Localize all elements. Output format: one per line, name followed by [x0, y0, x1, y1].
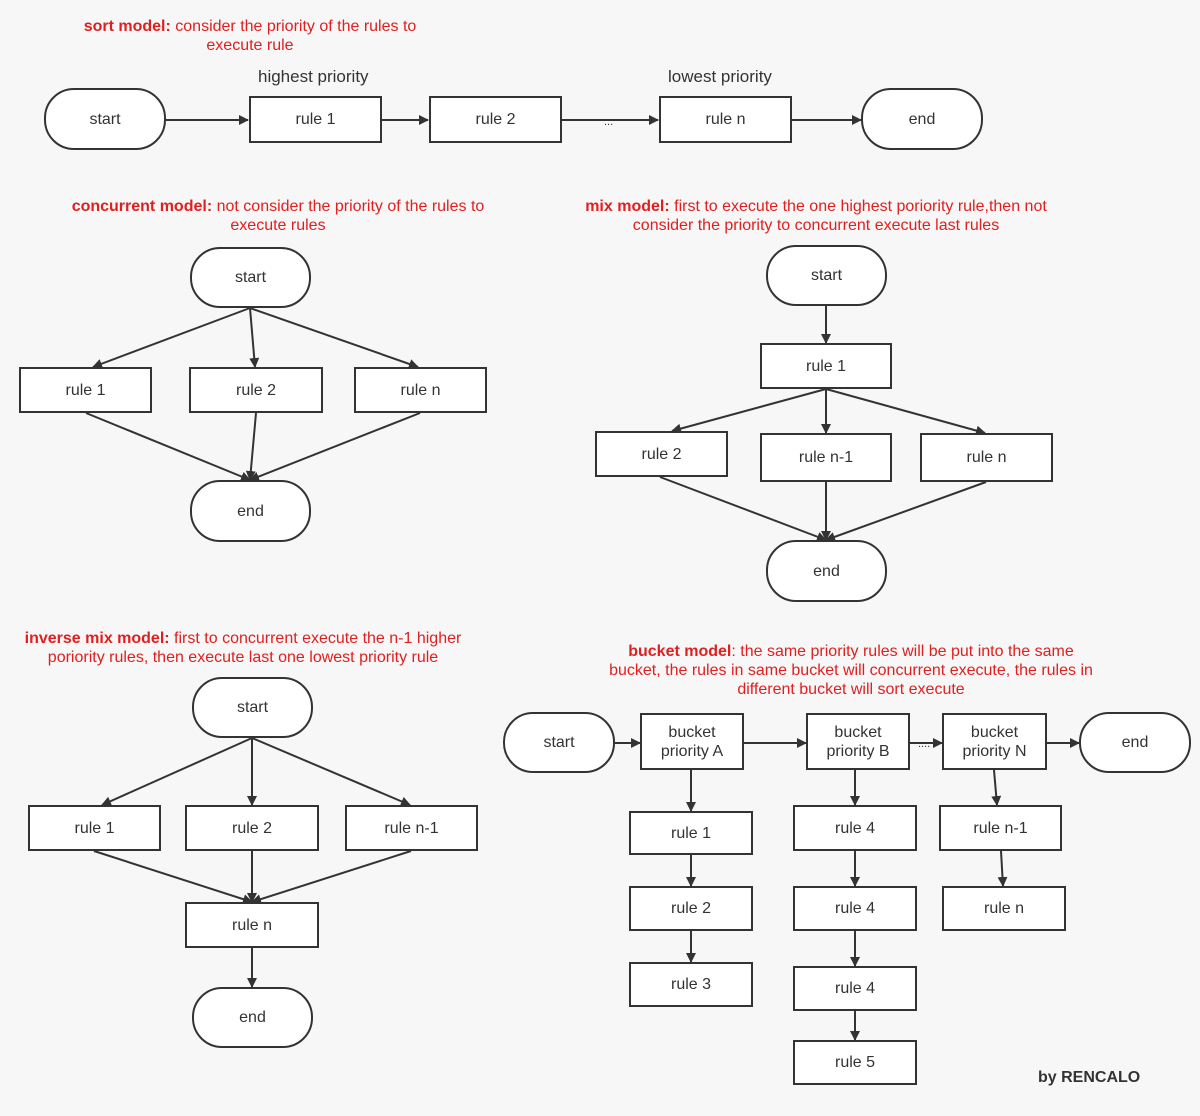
- bucket-n-line1: bucket: [970, 723, 1019, 741]
- arrow-b-n-rulen1: [991, 769, 1002, 806]
- bucket-n-node: bucket priority N: [942, 713, 1047, 770]
- bucket-b-rule4c-node: rule 4: [793, 966, 917, 1011]
- arrow-m-rule1-rule2: [671, 388, 827, 434]
- arrow-m-rule2-end: [659, 476, 827, 542]
- arrow-c-rule2-end: [245, 412, 257, 481]
- mix-rule2-node: rule 2: [595, 431, 728, 477]
- lowest-priority-label: lowest priority: [668, 67, 772, 86]
- sort-rule1-node: rule 1: [249, 96, 382, 143]
- sort-model-desc-1: consider the priority of the rules to: [170, 18, 417, 35]
- arrow-m-rule1-rulen: [825, 388, 986, 436]
- inverse-mix-model-desc-2: poriority rules, then execute last one l…: [47, 649, 439, 666]
- bucket-model-title: bucket model: [628, 643, 732, 660]
- mix-model-caption: mix model: first to execute the one high…: [556, 197, 1076, 235]
- bucket-a-rule2-node: rule 2: [629, 886, 753, 931]
- concurrent-rule1-node: rule 1: [19, 367, 152, 413]
- arrow-c-rule1-end: [85, 412, 251, 482]
- sort-rulen-node: rule n: [659, 96, 792, 143]
- bucket-b-rule4b-node: rule 4: [793, 886, 917, 931]
- arrow-i-rulen1-rulen: [251, 850, 412, 905]
- sort-start-node: start: [44, 88, 166, 150]
- inverse-start-node: start: [192, 677, 313, 738]
- arrow-i-start-rulen1: [251, 737, 411, 807]
- mix-rulen-node: rule n: [920, 433, 1053, 482]
- mix-model-title: mix model:: [585, 198, 670, 215]
- concurrent-model-caption: concurrent model: not consider the prior…: [40, 197, 516, 235]
- sort-rule2-node: rule 2: [429, 96, 562, 143]
- bucket-model-desc-2: bucket, the rules in same bucket will co…: [609, 662, 1093, 679]
- concurrent-end-node: end: [190, 480, 311, 542]
- arrow-c-start-rule1: [92, 307, 251, 369]
- arrow-c-start-rulen: [249, 307, 419, 369]
- mix-end-node: end: [766, 540, 887, 602]
- highest-priority-label: highest priority: [258, 67, 369, 86]
- bucket-n-rulen-node: rule n: [942, 886, 1066, 931]
- bucket-b-line2: priority B: [826, 742, 890, 760]
- arrow-i-start-rule1: [101, 737, 253, 806]
- bucket-b-rule4a-node: rule 4: [793, 805, 917, 851]
- concurrent-model-desc-2: execute rules: [230, 217, 326, 234]
- concurrent-rule2-node: rule 2: [189, 367, 323, 413]
- sort-end-node: end: [861, 88, 983, 150]
- bucket-n-line2: priority N: [962, 742, 1027, 760]
- bucket-end-node: end: [1079, 712, 1191, 773]
- bucket-a-rule1-node: rule 1: [629, 811, 753, 855]
- inverse-end-node: end: [192, 987, 313, 1048]
- sort-model-title: sort model:: [83, 18, 171, 35]
- mix-start-node: start: [766, 245, 887, 306]
- arrow-c-start-rule2: [249, 307, 260, 368]
- concurrent-model-desc-1: not consider the priority of the rules t…: [212, 198, 485, 215]
- bucket-ellipsis: ....: [918, 738, 931, 750]
- arrow-i-rule1-rulen: [93, 850, 253, 904]
- bucket-n-rulen1-node: rule n-1: [939, 805, 1062, 851]
- inverse-rule2-node: rule 2: [185, 805, 319, 851]
- concurrent-model-title: concurrent model:: [71, 198, 213, 215]
- bucket-b-node: bucket priority B: [806, 713, 910, 770]
- inverse-rule1-node: rule 1: [28, 805, 161, 851]
- bucket-model-desc-1: : the same priority rules will be put in…: [731, 643, 1074, 660]
- concurrent-rulen-node: rule n: [354, 367, 487, 413]
- mix-model-desc-1: first to execute the one highest poriori…: [669, 198, 1047, 215]
- inverse-mix-model-caption: inverse mix model: first to concurrent e…: [8, 629, 478, 667]
- bucket-a-rule3-node: rule 3: [629, 962, 753, 1007]
- mix-model-desc-2: consider the priority to concurrent exec…: [632, 217, 1000, 234]
- bucket-a-node: bucket priority A: [640, 713, 744, 770]
- bucket-b-line1: bucket: [834, 723, 882, 741]
- inverse-mix-model-desc-1: first to concurrent execute the n-1 high…: [169, 630, 462, 647]
- arrow-b-rulen1-rulen: [997, 850, 1008, 887]
- inverse-rulen-node: rule n: [185, 902, 319, 948]
- bucket-model-desc-3: different bucket will sort execute: [737, 681, 965, 698]
- bucket-a-line1: bucket: [668, 723, 716, 741]
- sort-model-caption: sort model: consider the priority of the…: [40, 17, 460, 55]
- bucket-start-node: start: [503, 712, 615, 773]
- inverse-mix-model-title: inverse mix model:: [24, 630, 170, 647]
- arrow-m-rulen-end: [825, 481, 987, 542]
- inverse-rulen1-node: rule n-1: [345, 805, 478, 851]
- bucket-b-rule5-node: rule 5: [793, 1040, 917, 1085]
- sort-model-desc-2: execute rule: [206, 37, 294, 54]
- bucket-a-line2: priority A: [660, 742, 724, 760]
- mix-rule1-node: rule 1: [760, 343, 892, 389]
- concurrent-start-node: start: [190, 247, 311, 308]
- credit-label: by RENCALO: [1038, 1069, 1141, 1086]
- sort-ellipsis: ...: [604, 116, 614, 128]
- bucket-model-caption: bucket model: the same priority rules wi…: [578, 642, 1124, 699]
- arrow-c-rulen-end: [249, 412, 421, 482]
- mix-rulen1-node: rule n-1: [760, 433, 892, 482]
